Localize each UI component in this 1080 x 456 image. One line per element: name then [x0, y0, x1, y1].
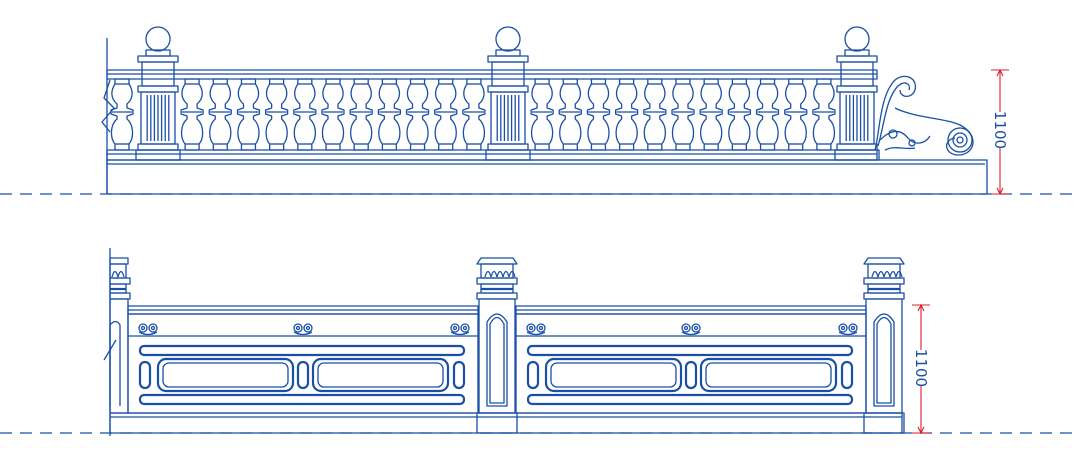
baluster	[293, 78, 317, 151]
panel-bay	[515, 305, 867, 414]
newel-post	[485, 26, 531, 161]
bottom-rail-top	[106, 149, 878, 161]
height-dimension-top: 1100	[991, 68, 1009, 196]
baluster	[586, 78, 611, 151]
baluster	[180, 78, 204, 151]
baluster	[462, 78, 486, 151]
baluster	[236, 78, 261, 151]
baluster	[755, 78, 780, 151]
baluster	[110, 78, 134, 151]
baluster	[558, 78, 582, 151]
baluster	[321, 78, 345, 151]
left-wall-break	[101, 79, 115, 133]
baluster	[812, 78, 836, 151]
panel-bay-row	[127, 305, 867, 414]
pillar	[863, 257, 905, 434]
dimension-label-bottom: 1100	[912, 349, 930, 387]
newel-post-row	[135, 26, 880, 161]
baluster	[614, 78, 639, 151]
dimension-label-top: 1100	[991, 111, 1009, 149]
baluster	[349, 78, 373, 151]
baluster	[530, 78, 554, 151]
base-course-bottom	[109, 412, 903, 434]
baluster	[377, 78, 402, 151]
panel-bay	[127, 305, 479, 414]
height-dimension-bottom: 1100	[912, 303, 930, 435]
baluster	[671, 78, 695, 151]
pillar	[476, 257, 518, 434]
baluster	[784, 78, 808, 151]
baluster	[699, 78, 723, 151]
plinth-top	[106, 159, 988, 195]
baluster	[434, 78, 458, 151]
newel-post	[834, 26, 880, 161]
panel-railing-elevation: 1100	[0, 248, 1080, 436]
baluster	[727, 78, 752, 151]
pillar-partial	[103, 257, 131, 414]
newel-post	[135, 26, 181, 161]
baluster	[208, 78, 232, 151]
baluster-railing-elevation: 1100	[0, 26, 1080, 196]
pillar-row	[103, 257, 905, 434]
baluster	[643, 78, 667, 151]
scroll-end-ornament	[874, 75, 974, 156]
baluster	[264, 78, 289, 151]
baluster-row	[110, 78, 836, 151]
baluster	[405, 78, 430, 151]
